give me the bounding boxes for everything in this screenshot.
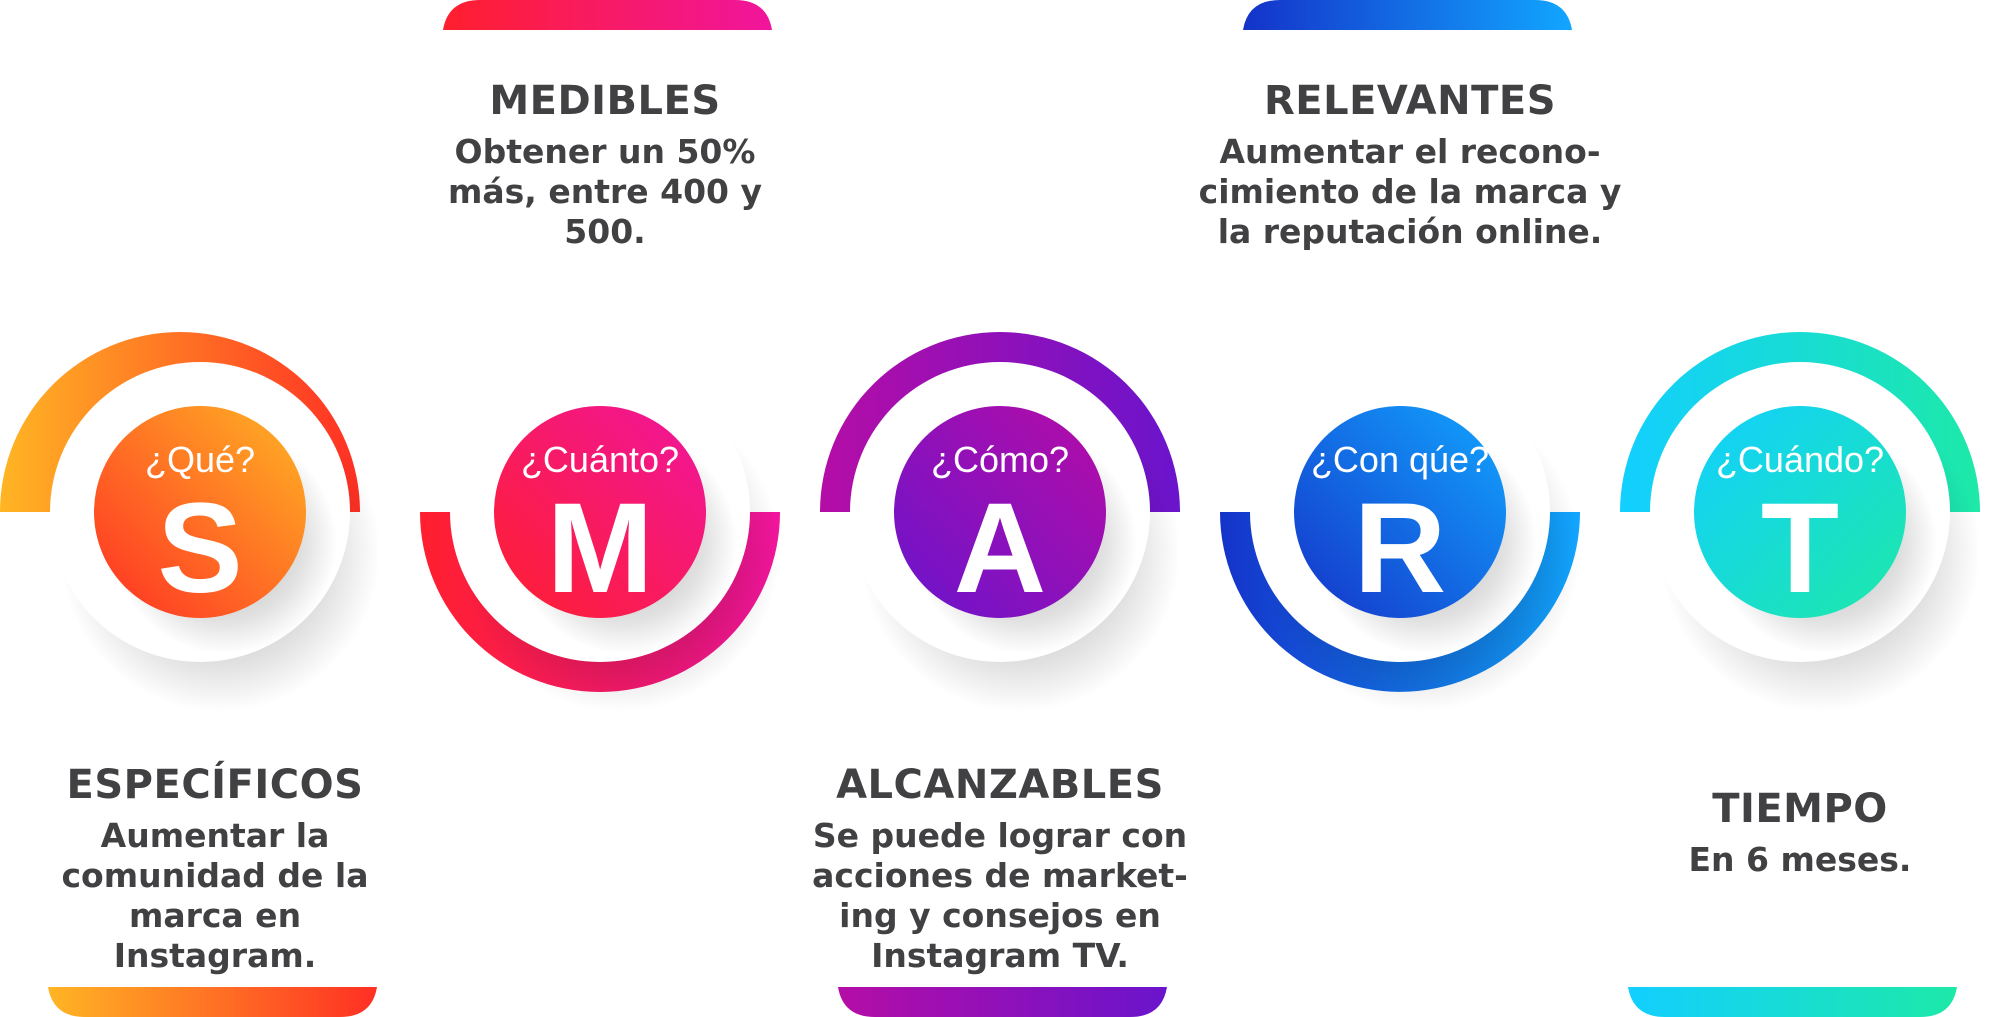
step-t-title: TIEMPO — [1712, 786, 1888, 832]
step-a-question: ¿Cómo? — [931, 439, 1069, 480]
step-a-line: acciones de market- — [812, 856, 1188, 895]
step-t-question: ¿Cuándo? — [1716, 439, 1884, 480]
step-t-inner-circle — [1694, 406, 1906, 618]
step-s-inner-circle — [94, 406, 306, 618]
step-r-line: cimiento de la marca y — [1198, 172, 1622, 211]
step-t-bottom-bar — [1628, 987, 1957, 1017]
step-t-description: En 6 meses. — [1620, 840, 1980, 880]
step-s-title: ESPECÍFICOS — [66, 762, 364, 808]
step-t-letter: T — [1761, 477, 1839, 620]
step-r: ¿Con qúe? R — [1220, 362, 1580, 712]
step-m-description: Obtener un 50% más, entre 400 y 500. — [410, 132, 800, 252]
step-a-line: ing y consejos en — [839, 896, 1161, 935]
step-r-description: Aumentar el recono- cimiento de la marca… — [1180, 132, 1640, 252]
step-t: ¿Cuándo? T — [1620, 332, 1980, 712]
step-r-top-bar — [1243, 0, 1572, 30]
step-s-question: ¿Qué? — [145, 439, 255, 480]
step-r-text: RELEVANTES Aumentar el recono- cimiento … — [1180, 78, 1640, 252]
step-r-inner-circle — [1294, 406, 1506, 618]
step-s-line: marca en — [128, 896, 302, 935]
step-s-bottom-bar — [48, 987, 377, 1017]
step-s-line: Instagram. — [113, 936, 317, 975]
step-r-letter: R — [1354, 477, 1446, 620]
step-m-line: Obtener un 50% — [454, 132, 756, 171]
step-a: ¿Cómo? A — [820, 332, 1180, 712]
step-r-line: la reputación online. — [1217, 212, 1603, 251]
step-a-bottom-bar — [838, 987, 1167, 1017]
step-m: ¿Cuánto? M — [420, 362, 780, 712]
step-s-description: Aumentar la comunidad de la marca en Ins… — [0, 816, 430, 976]
step-s-text: ESPECÍFICOS Aumentar la comunidad de la … — [0, 762, 430, 976]
step-a-inner-circle — [894, 406, 1106, 618]
step-r-title: RELEVANTES — [1263, 78, 1557, 124]
step-a-description: Se puede lograr con acciones de market- … — [790, 816, 1210, 976]
step-t-line: En 6 meses. — [1688, 840, 1912, 879]
step-a-title: ALCANZABLES — [836, 762, 1164, 808]
step-m-inner-circle — [494, 406, 706, 618]
step-r-line: Aumentar el recono- — [1219, 132, 1601, 171]
step-m-letter: M — [547, 477, 654, 620]
step-s-letter: S — [157, 477, 242, 620]
step-s-line: comunidad de la — [61, 856, 369, 895]
step-s-line: Aumentar la — [100, 816, 330, 855]
step-s: ¿Qué? S — [0, 332, 380, 712]
step-m-line: más, entre 400 y — [448, 172, 762, 211]
step-m-text: MEDIBLES Obtener un 50% más, entre 400 y… — [410, 78, 800, 252]
step-m-question: ¿Cuánto? — [521, 439, 679, 480]
step-r-question: ¿Con qúe? — [1311, 439, 1489, 480]
step-m-top-bar — [443, 0, 772, 30]
step-m-title: MEDIBLES — [489, 78, 721, 124]
step-m-line: 500. — [564, 212, 646, 251]
step-a-line: Instagram TV. — [871, 936, 1129, 975]
step-a-text: ALCANZABLES Se puede lograr con acciones… — [790, 762, 1210, 976]
step-t-text: TIEMPO En 6 meses. — [1620, 786, 1980, 880]
step-a-line: Se puede lograr con — [812, 816, 1188, 855]
step-a-letter: A — [954, 477, 1046, 620]
